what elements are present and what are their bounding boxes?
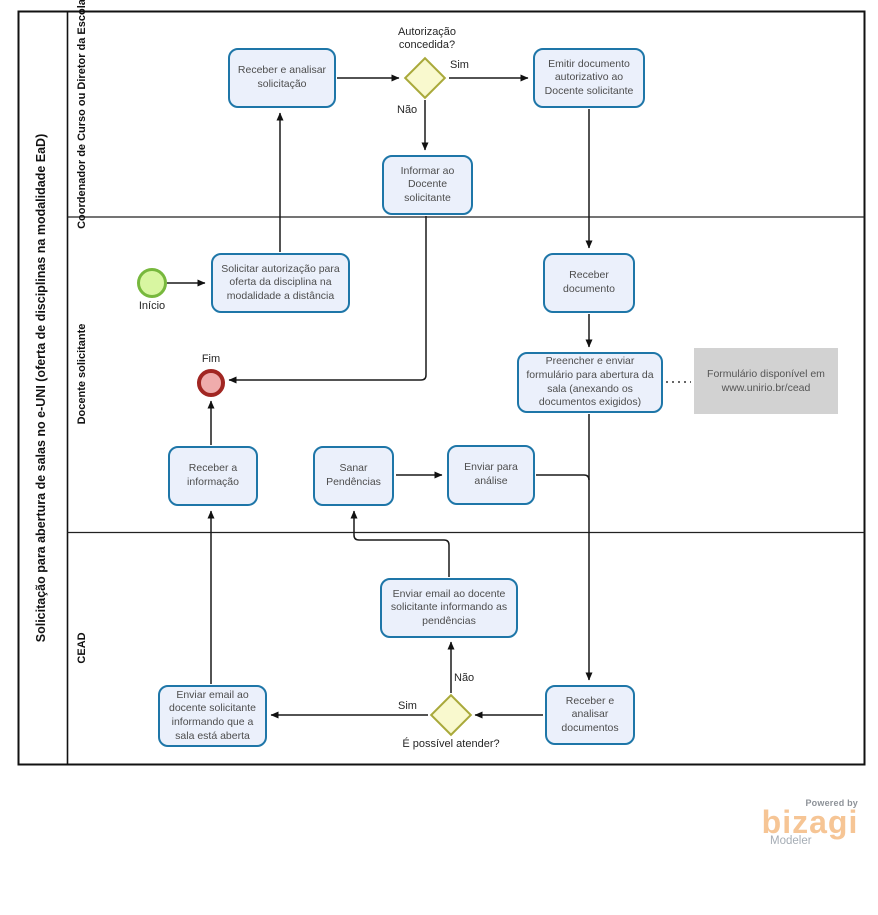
task-receber-analisar-solicitacao[interactable]: Receber e analisar solicitação [228,48,336,108]
annotation-text: Formulário disponível em www.unirio.br/c… [707,367,825,394]
lane-label-cead: CEAD [76,632,88,664]
edge-label-nao-2: Não [454,672,475,684]
lane-label-docente: Docente solicitante [76,323,88,425]
task-preencher-enviar-formulario[interactable]: Preencher e enviar formulário para abert… [517,352,663,413]
task-enviar-email-pendencias[interactable]: Enviar email ao docente solicitante info… [380,578,518,638]
start-event-label: Início [138,300,166,312]
annotation-formulario[interactable]: Formulário disponível em www.unirio.br/c… [694,348,838,414]
task-receber-documento[interactable]: Receber documento [543,253,635,313]
flow-email-pendencias-to-sanar [350,510,450,577]
pool-border [17,10,866,766]
flow-enviar-analise-merge [536,474,590,481]
bizagi-logo: Powered by bizagi Modeler [758,798,862,847]
task-informar-docente[interactable]: Informar ao Docente solicitante [382,155,473,215]
task-enviar-email-sala-aberta[interactable]: Enviar email ao docente solicitante info… [158,685,267,747]
lane-label-coordenador: Coordenador de Curso ou Diretor da Escol… [76,0,88,229]
task-emitir-documento[interactable]: Emitir documento autorizativo ao Docente… [533,48,645,108]
end-event-label: Fim [201,353,221,365]
gateway-autorizacao-label: Autorização concedida? [397,26,457,52]
task-sanar-pendencias[interactable]: Sanar Pendências [313,446,394,506]
task-receber-analisar-documentos[interactable]: Receber e analisar documentos [545,685,635,745]
gateway-possivel-label: É possível atender? [402,738,500,750]
task-enviar-para-analise[interactable]: Enviar para análise [447,445,535,505]
powered-by-text: Powered by [805,798,858,808]
flow-informar-to-fim [228,216,427,384]
start-event[interactable] [137,268,167,298]
task-receber-informacao[interactable]: Receber a informação [168,446,258,506]
pool-title: Solicitação para abertura de salas no e-… [34,133,48,643]
edge-label-sim-2: Sim [398,700,417,712]
bizagi-wordmark: bizagi [761,804,859,840]
edge-label-sim-1: Sim [450,59,469,71]
modeler-text: Modeler [770,834,812,847]
edge-label-nao-1: Não [397,104,418,116]
end-event[interactable] [197,369,225,397]
task-solicitar-autorizacao[interactable]: Solicitar autorização para oferta da dis… [211,253,350,313]
